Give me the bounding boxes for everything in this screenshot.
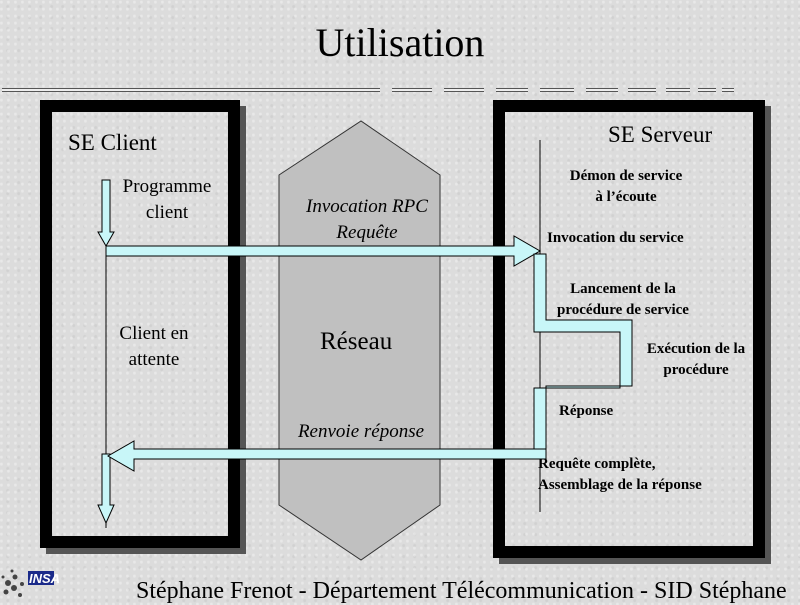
response-arrow	[106, 440, 547, 472]
server-daemon-label: Démon de service à l’écoute	[569, 168, 683, 205]
server-invocation-label: Invocation du service	[547, 230, 684, 246]
footer-text: Stéphane Frenot - Département Télécommun…	[136, 578, 787, 604]
request-arrow	[105, 235, 542, 267]
page-title: Utilisation	[315, 20, 485, 65]
server-title: SE Serveur	[608, 122, 713, 147]
insa-logo: INSA	[1, 569, 60, 597]
client-start-arrow	[97, 179, 115, 248]
client-waiting-label: Client en attente	[119, 323, 189, 370]
dashed-rule	[2, 88, 734, 92]
client-program-label: Programme client	[122, 176, 212, 223]
client-title: SE Client	[68, 130, 157, 155]
response-return-label: Renvoie réponse	[297, 421, 425, 442]
server-launch-label: Lancement de la procédure de service	[557, 281, 689, 318]
server-box	[493, 100, 765, 558]
client-box	[40, 100, 240, 548]
server-complete-label: Requête complète, Assemblage de la répon…	[538, 456, 702, 493]
logo-text: INSA	[29, 571, 60, 586]
server-execution-label: Exécution de la procédure	[646, 341, 746, 378]
client-end-arrow	[97, 453, 115, 525]
network-label: Réseau	[320, 328, 393, 355]
rpc-invocation-label: Invocation RPC Requête	[306, 196, 428, 243]
server-response-label: Réponse	[559, 403, 614, 419]
